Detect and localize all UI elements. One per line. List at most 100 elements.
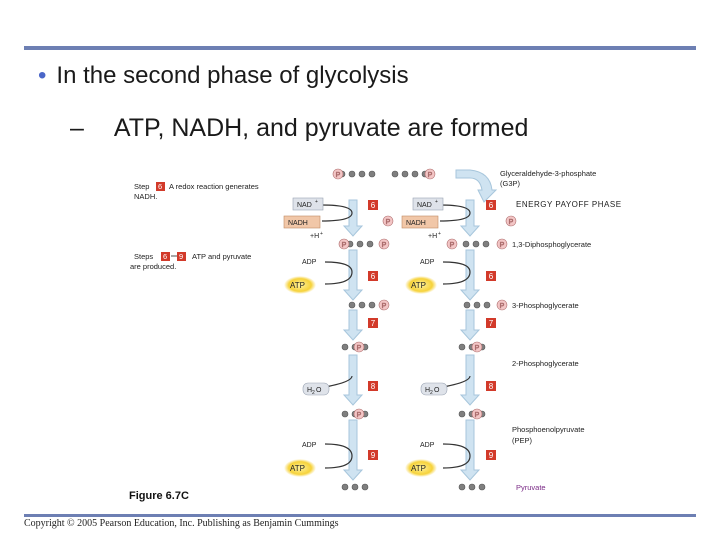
pathway-arrow-left-3 — [342, 309, 364, 341]
phase-label: ENERGY PAYOFF PHASE — [516, 200, 622, 209]
phosphate-pg2-right: P — [471, 341, 483, 353]
step-badge-9-left: 9 — [368, 450, 378, 460]
sub-bullet-label: ATP, NADH, and pyruvate are formed — [113, 114, 529, 142]
bullet-text: •In the second phase of glycolysis — [38, 62, 409, 89]
phosphate-bpg-left-b: P — [378, 238, 390, 250]
phosphate-g3p-right: P — [424, 168, 436, 180]
svg-text:are produced.: are produced. — [130, 262, 176, 271]
pathway-arrow-right-5 — [459, 419, 481, 481]
pathway-arrow-left-2 — [342, 249, 364, 301]
nadh-box-right: NADH — [401, 215, 439, 229]
svg-text:9: 9 — [371, 451, 376, 460]
svg-text:H: H — [425, 387, 430, 394]
pathway-arrow-right-1 — [459, 199, 481, 237]
svg-text:P: P — [475, 412, 480, 419]
adp2-label-right: ADP — [420, 442, 435, 449]
phosphate-nad-left: P — [382, 215, 394, 227]
svg-text:+: + — [435, 199, 438, 205]
svg-text:9: 9 — [179, 252, 183, 261]
svg-text:6: 6 — [489, 272, 494, 281]
svg-text:P: P — [500, 303, 505, 310]
pg2-label: 2-Phosphoglycerate — [512, 359, 579, 368]
svg-text:NAD: NAD — [297, 202, 312, 209]
g3p-molecule-left — [338, 170, 376, 178]
svg-text:6: 6 — [489, 201, 494, 210]
adp2-curve-right — [442, 443, 471, 469]
step-badge-6-nad-right: 6 — [486, 200, 496, 210]
step-badge-6-atp-right: 6 — [486, 271, 496, 281]
svg-text:P: P — [428, 172, 433, 179]
atp2-glow-right: ATP — [405, 459, 437, 477]
bpg-molecule-right — [462, 240, 490, 248]
svg-text:+: + — [438, 231, 441, 237]
nadh-box-left: NADH — [283, 215, 321, 229]
svg-text:P: P — [450, 242, 455, 249]
bullet-label: In the second phase of glycolysis — [56, 62, 409, 89]
step-badge-6-nad-left: 6 — [368, 200, 378, 210]
pep-abbr-label: (PEP) — [512, 436, 533, 445]
h-plus-right: +H+ — [428, 231, 441, 240]
top-rule — [24, 46, 696, 50]
phosphate-bpg-right-a: P — [446, 238, 458, 250]
phosphate-pg3-right: P — [496, 299, 508, 311]
phosphate-pep-right: P — [471, 408, 483, 420]
pyruvate-label: Pyruvate — [516, 483, 546, 492]
svg-text:A redox reaction generates: A redox reaction generates — [169, 182, 259, 191]
svg-text:Steps: Steps — [134, 252, 153, 261]
steps-note: Steps 6 9 ATP and pyruvate are produced. — [130, 252, 251, 271]
svg-text:P: P — [342, 242, 347, 249]
svg-text:NAD: NAD — [417, 202, 432, 209]
g3p-abbr-label: (G3P) — [500, 179, 521, 188]
step6-note: Step 6 A redox reaction generates NADH. — [134, 182, 259, 201]
phosphate-bpg-left-a: P — [338, 238, 350, 250]
svg-text:8: 8 — [371, 382, 376, 391]
svg-text:ATP and pyruvate: ATP and pyruvate — [192, 252, 251, 261]
svg-text:H: H — [307, 387, 312, 394]
adp2-label-left: ADP — [302, 442, 317, 449]
nad-box-right: NAD+ — [412, 197, 444, 211]
nad-curve-right — [439, 204, 471, 222]
svg-text:O: O — [316, 387, 322, 394]
svg-text:+H: +H — [428, 233, 437, 240]
nad-box-left: NAD+ — [292, 197, 324, 211]
pg3-molecule-left — [348, 301, 376, 309]
svg-text:O: O — [434, 387, 440, 394]
svg-text:ATP: ATP — [411, 281, 426, 290]
svg-text:2: 2 — [430, 390, 433, 396]
svg-text:9: 9 — [489, 451, 494, 460]
svg-text:6: 6 — [158, 182, 162, 191]
svg-text:P: P — [386, 219, 391, 226]
phosphate-pg2-left: P — [353, 341, 365, 353]
pathway-arrow-left-4 — [342, 354, 364, 406]
step-badge-7-left: 7 — [368, 318, 378, 328]
step-badge-9-right: 9 — [486, 450, 496, 460]
svg-text:P: P — [336, 172, 341, 179]
svg-text:7: 7 — [371, 319, 376, 328]
atp-glow-left: ATP — [284, 276, 316, 294]
pathway-arrow-right-4 — [459, 354, 481, 406]
copyright-text: Copyright © 2005 Pearson Education, Inc.… — [24, 518, 339, 529]
g3p-entry-arrow — [455, 169, 498, 203]
adp-curve-right — [442, 261, 471, 285]
g3p-label: Glyceraldehyde-3-phosphate — [500, 169, 596, 178]
atp2-glow-left: ATP — [284, 459, 316, 477]
pg3-label: 3-Phosphoglycerate — [512, 301, 579, 310]
svg-text:+: + — [315, 199, 318, 205]
step-badge-8-right: 8 — [486, 381, 496, 391]
svg-text:+H: +H — [310, 233, 319, 240]
svg-text:Step: Step — [134, 182, 149, 191]
g3p-molecule-right — [391, 170, 429, 178]
phosphate-pg3-left: P — [378, 299, 390, 311]
pathway-arrow-left-1 — [342, 199, 364, 237]
step-badge-7-right: 7 — [486, 318, 496, 328]
pyruvate-molecule-left — [341, 483, 369, 491]
svg-text:+: + — [320, 231, 323, 237]
adp-label-right: ADP — [420, 259, 435, 266]
svg-text:NADH.: NADH. — [134, 192, 157, 201]
bpg-label: 1,3-Diphosphoglycerate — [512, 240, 591, 249]
svg-text:ATP: ATP — [411, 464, 426, 473]
step-badge-8-left: 8 — [368, 381, 378, 391]
bpg-molecule-left — [346, 240, 374, 248]
